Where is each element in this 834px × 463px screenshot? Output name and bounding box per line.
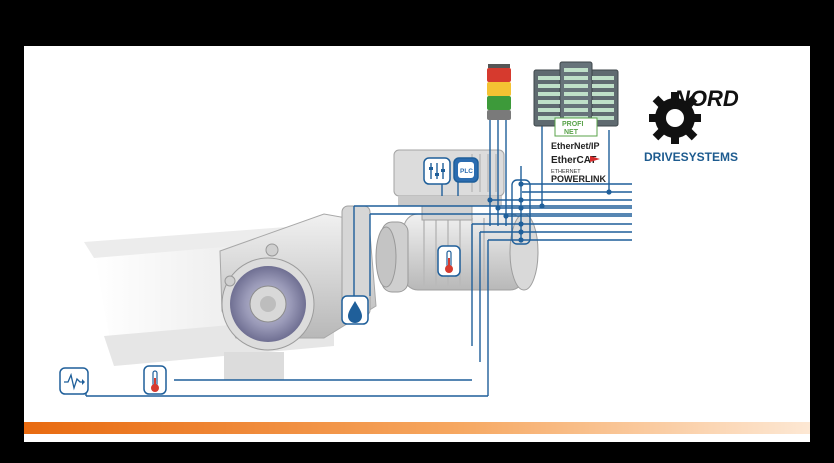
brand-gradient-bar	[24, 422, 810, 434]
line-junction	[511, 179, 531, 245]
drivesystem-diagram: PROFI NET EtherNet/IP EtherCAT ETHERNET …	[24, 46, 810, 442]
nord-gear-icon	[649, 92, 701, 144]
ethernet-ip-label: EtherNet/IP	[551, 141, 600, 151]
gearbox	[219, 205, 377, 351]
ethercat-arrow-icon	[590, 156, 600, 162]
settings-sliders-icon	[423, 157, 451, 185]
profinet-line1: PROFI	[562, 121, 583, 128]
signal-lines	[85, 120, 632, 397]
line-nodes	[487, 181, 612, 243]
nord-logo: NORD DRIVESYSTEMS	[644, 86, 739, 164]
plc-icon: PLC	[453, 157, 479, 183]
powerlink-label: POWERLINK	[551, 174, 606, 184]
powerlink-small-label: ETHERNET	[551, 169, 581, 175]
water-drop-icon	[341, 295, 369, 325]
ethercat-label: EtherCAT	[551, 155, 596, 166]
profinet-line2: NET	[564, 129, 579, 136]
thermometer-icon	[143, 365, 167, 395]
nord-wordmark: NORD	[674, 86, 739, 111]
plc-label: PLC	[460, 168, 473, 175]
drivesystems-label: DRIVESYSTEMS	[644, 150, 738, 164]
signal-light-tower-icon	[487, 64, 511, 120]
thermometer-icon	[437, 245, 461, 277]
fieldbus-logos: PROFI NET EtherNet/IP EtherCAT ETHERNET …	[551, 117, 606, 184]
control-cabinet-icon	[533, 61, 619, 131]
vibration-sensor-icon	[59, 367, 89, 395]
diagram-canvas: PROFI NET EtherNet/IP EtherCAT ETHERNET …	[24, 61, 810, 434]
